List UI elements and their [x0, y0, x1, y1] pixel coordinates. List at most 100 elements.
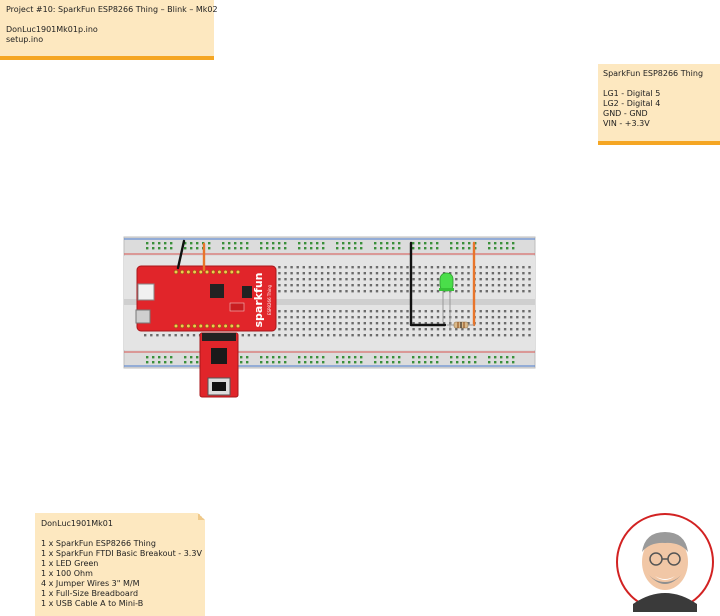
rail-hole	[152, 361, 155, 364]
terminal-hole	[412, 328, 415, 331]
rail-hole	[412, 361, 415, 364]
rail-hole	[266, 242, 269, 245]
board-pin-bottom	[192, 323, 197, 329]
terminal-hole	[284, 272, 287, 275]
rail-hole	[424, 247, 427, 250]
terminal-hole	[381, 316, 385, 319]
terminal-hole	[156, 334, 159, 337]
rail-hole	[278, 356, 281, 359]
terminal-hole	[491, 278, 495, 281]
terminal-hole	[406, 322, 409, 325]
terminal-hole	[485, 278, 488, 281]
terminal-hole	[497, 310, 501, 313]
terminal-hole	[516, 322, 519, 325]
terminal-hole	[363, 266, 366, 269]
rail-hole	[512, 361, 515, 364]
rail-hole	[322, 356, 325, 359]
terminal-hole	[467, 328, 470, 331]
terminal-hole	[284, 284, 287, 287]
rail-hole	[164, 356, 167, 359]
terminal-hole	[375, 266, 379, 269]
terminal-hole	[388, 328, 391, 331]
rail-hole	[392, 356, 395, 359]
rail-hole	[462, 247, 465, 250]
rail-hole	[310, 247, 313, 250]
terminal-hole	[381, 266, 385, 269]
terminal-hole	[296, 316, 299, 319]
terminal-hole	[479, 310, 482, 313]
rail-hole	[304, 247, 307, 250]
terminal-hole	[320, 266, 324, 269]
rail-hole	[386, 247, 389, 250]
terminal-hole	[339, 290, 342, 293]
terminal-hole	[442, 290, 446, 293]
terminal-hole	[461, 272, 464, 275]
terminal-hole	[418, 316, 421, 319]
terminal-hole	[491, 334, 495, 337]
rail-hole	[208, 247, 211, 250]
terminal-hole	[491, 322, 495, 325]
terminal-hole	[528, 278, 531, 281]
terminal-hole	[491, 316, 495, 319]
rail-hole	[278, 361, 281, 364]
board-brand-label: sparkfun	[252, 272, 265, 327]
terminal-hole	[436, 322, 440, 325]
rail-hole	[506, 361, 509, 364]
terminal-hole	[424, 310, 427, 313]
terminal-hole	[418, 266, 421, 269]
terminal-hole	[510, 272, 513, 275]
rail-hole	[488, 361, 491, 364]
terminal-hole	[485, 272, 488, 275]
terminal-hole	[381, 284, 385, 287]
terminal-hole	[308, 284, 312, 287]
terminal-hole	[339, 316, 342, 319]
terminal-hole	[497, 328, 501, 331]
rail-hole	[418, 361, 421, 364]
terminal-hole	[479, 316, 482, 319]
terminal-hole	[296, 290, 299, 293]
terminal-hole	[455, 284, 458, 287]
terminal-hole	[290, 284, 293, 287]
rail-hole	[284, 361, 287, 364]
terminal-hole	[327, 266, 330, 269]
project-file-main: DonLuc1901Mk01p.ino	[6, 25, 98, 34]
terminal-hole	[144, 334, 147, 337]
rail-hole	[196, 361, 199, 364]
rail-hole	[170, 242, 173, 245]
terminal-hole	[424, 334, 427, 337]
terminal-hole	[436, 316, 440, 319]
terminal-hole	[406, 284, 409, 287]
terminal-hole	[461, 310, 464, 313]
terminal-hole	[333, 284, 336, 287]
terminal-hole	[369, 266, 373, 269]
terminal-hole	[418, 290, 421, 293]
board-pin-bottom	[173, 323, 179, 329]
terminal-hole	[528, 334, 531, 337]
terminal-hole	[369, 322, 373, 325]
rail-hole	[336, 356, 339, 359]
bill-of-materials-note: DonLuc1901Mk01 1 x SparkFun ESP8266 Thin…	[35, 513, 205, 616]
terminal-hole	[351, 310, 354, 313]
terminal-hole	[491, 284, 495, 287]
terminal-hole	[290, 316, 293, 319]
rail-hole	[240, 361, 243, 364]
terminal-hole	[485, 284, 488, 287]
rail-hole	[158, 247, 161, 250]
terminal-hole	[381, 310, 385, 313]
terminal-hole	[284, 278, 287, 281]
rail-hole	[418, 247, 421, 250]
rail-hole	[190, 247, 193, 250]
rail-hole	[240, 356, 243, 359]
terminal-hole	[320, 322, 324, 325]
rail-hole	[512, 242, 515, 245]
terminal-hole	[467, 278, 470, 281]
rail-hole	[360, 361, 363, 364]
terminal-hole	[516, 266, 519, 269]
terminal-hole	[424, 322, 427, 325]
terminal-hole	[406, 328, 409, 331]
terminal-hole	[327, 272, 330, 275]
board-model-label: ESP8266 Thing	[267, 284, 272, 315]
terminal-hole	[522, 322, 525, 325]
terminal-hole	[345, 328, 348, 331]
terminal-hole	[290, 310, 293, 313]
